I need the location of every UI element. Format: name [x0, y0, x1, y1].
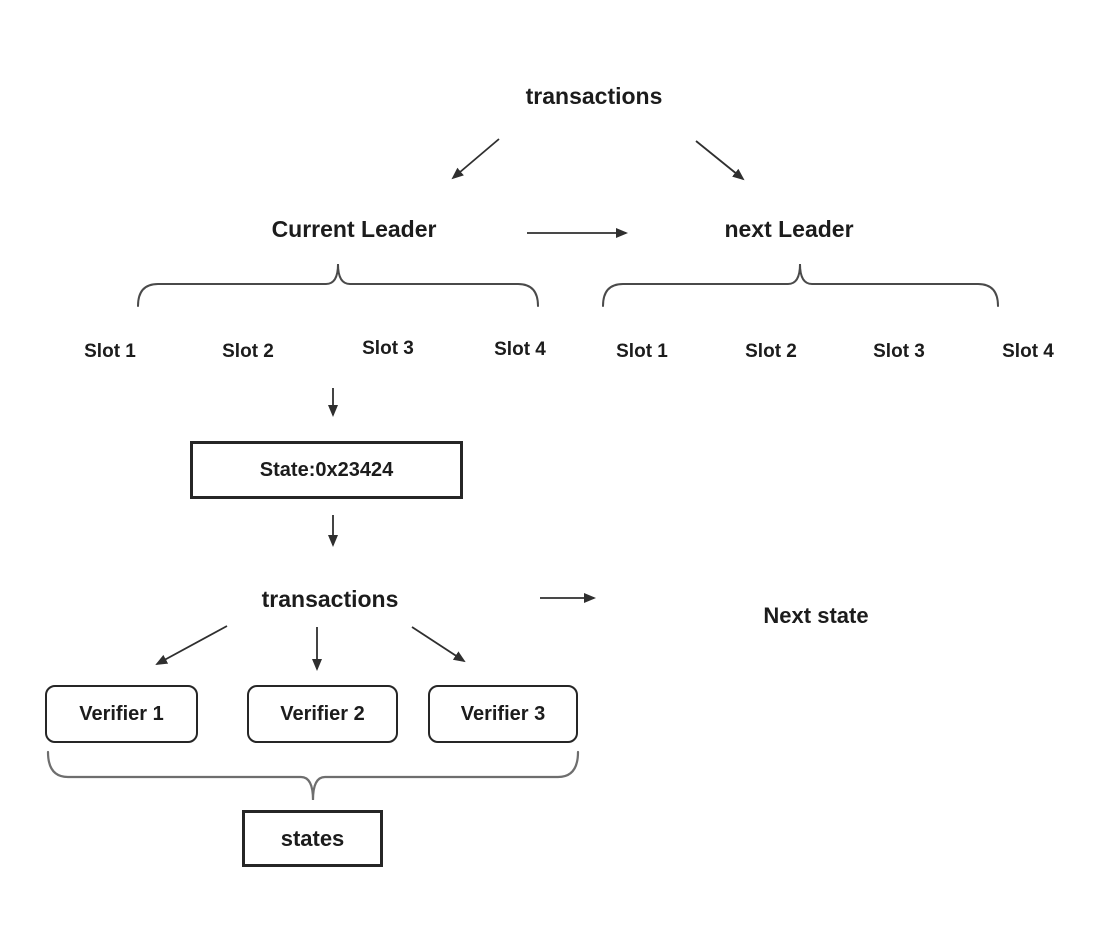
current-slot-4-label: Slot 4	[494, 339, 546, 360]
next-leader-label: next Leader	[724, 216, 854, 242]
arrow-transactions-to-next-leader	[695, 140, 745, 181]
transactions-top-label: transactions	[525, 83, 663, 109]
next-slot-3-label: Slot 3	[873, 341, 925, 362]
next-slot-4-label: Slot 4	[1002, 341, 1054, 362]
next-state-label: Next state	[763, 603, 869, 628]
brace-next-leader-slots	[602, 263, 999, 307]
current-slot-1-label: Slot 1	[84, 341, 136, 362]
next-slot-2-label: Slot 2	[745, 341, 797, 362]
states-box-label: states	[280, 825, 345, 851]
current-leader-label: Current Leader	[271, 216, 437, 242]
states-box: states	[242, 810, 383, 867]
verifier-2-box: Verifier 2	[247, 685, 398, 743]
arrow-transactions-to-verifier-3	[411, 626, 466, 663]
verifier-1-label: Verifier 1	[79, 702, 164, 725]
state-box-label: State:0x23424	[259, 458, 394, 481]
brace-verifiers-to-states	[46, 750, 580, 801]
arrow-transactions-to-current-leader	[451, 138, 500, 180]
arrow-transactions-to-verifier-1	[155, 625, 228, 665]
brace-current-leader-slots	[137, 263, 539, 307]
verifier-3-box: Verifier 3	[428, 685, 578, 743]
transactions-mid-label: transactions	[261, 586, 399, 612]
current-slot-2-label: Slot 2	[222, 341, 274, 362]
current-slot-3-label: Slot 3	[362, 338, 414, 359]
verifier-1-box: Verifier 1	[45, 685, 198, 743]
state-box: State:0x23424	[190, 441, 463, 499]
verifier-3-label: Verifier 3	[460, 702, 546, 725]
next-slot-1-label: Slot 1	[616, 341, 668, 362]
verifier-2-label: Verifier 2	[280, 702, 365, 725]
